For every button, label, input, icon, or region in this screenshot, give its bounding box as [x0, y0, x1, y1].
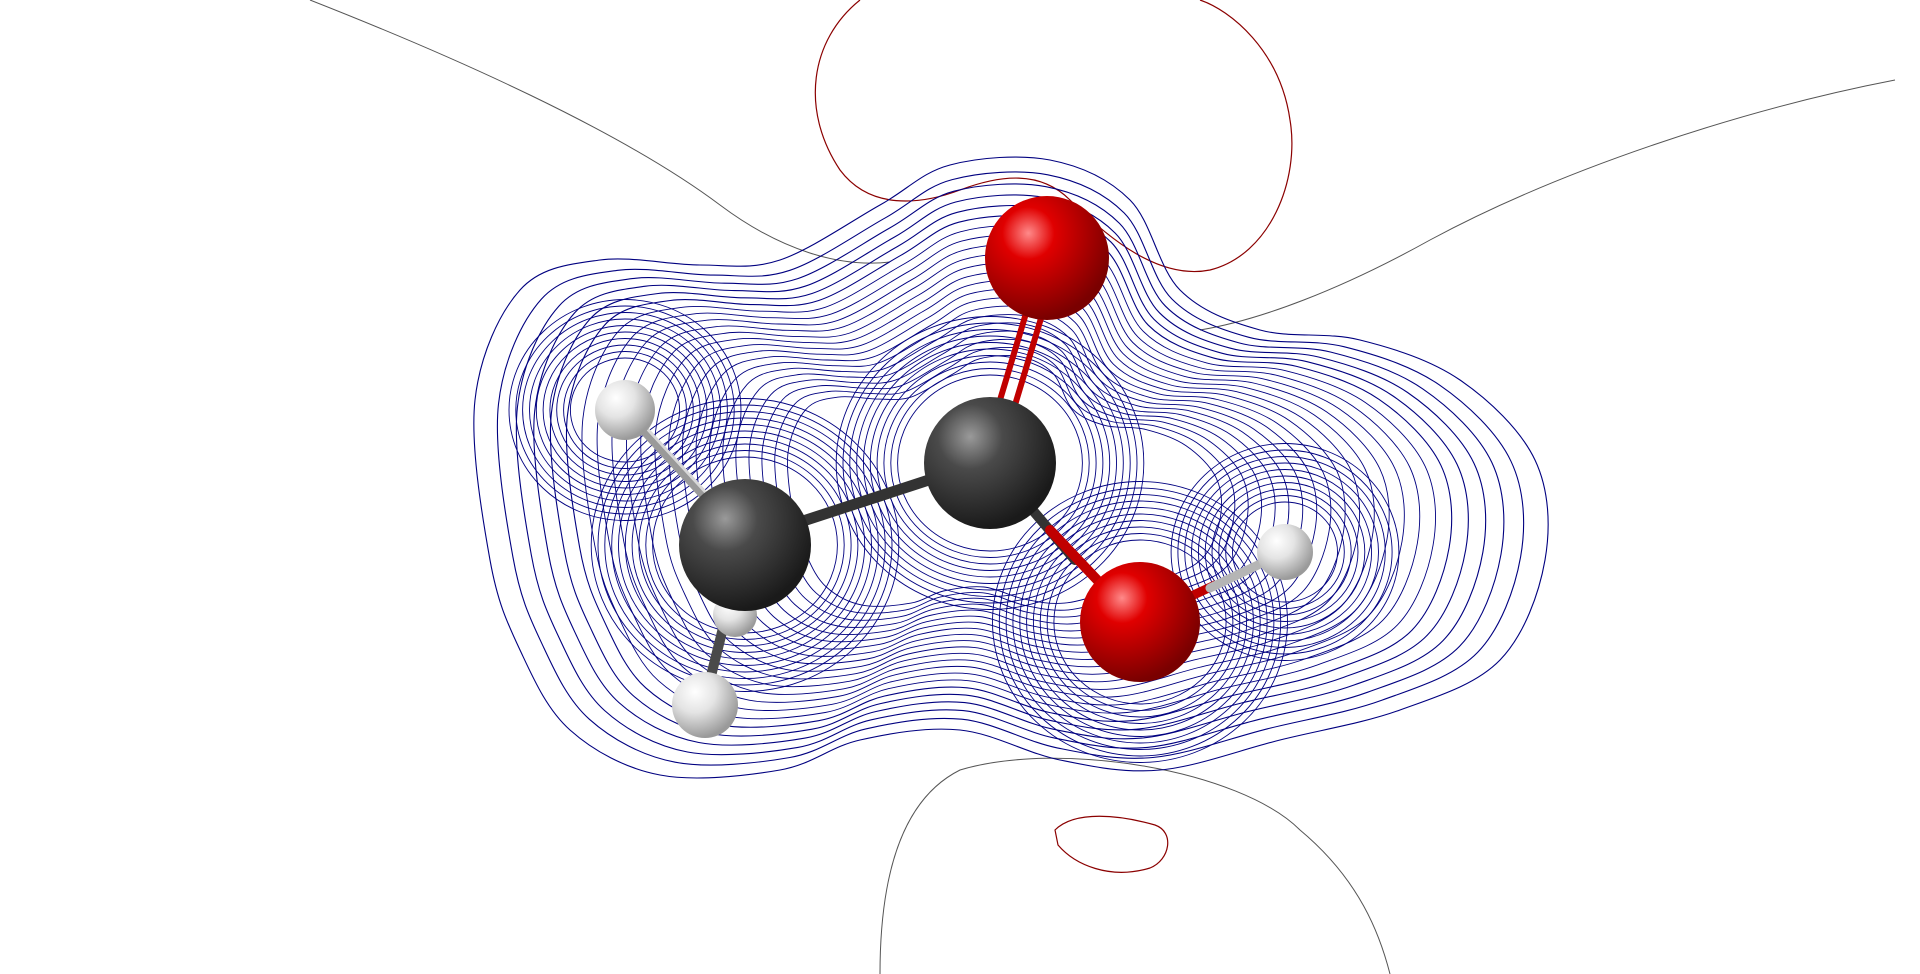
atom-contour-1-5 [624, 430, 866, 660]
atom-contour-2-7 [856, 335, 1124, 591]
positive-contour-2 [496, 171, 1525, 766]
zero-contour-bottom [879, 757, 1391, 974]
atom-contour-5-2 [563, 351, 687, 469]
atom-contour-4-10 [1170, 443, 1400, 661]
atom-contour-1-7 [611, 417, 879, 673]
atom-contour-4-6 [1197, 469, 1373, 635]
atom-contour-5-8 [522, 312, 728, 508]
negative-contours [814, 0, 1293, 873]
zero-contours [309, 0, 1896, 974]
bond-c2-o1-b [1012, 302, 1048, 408]
positive-contour-14 [682, 288, 1332, 665]
positive-contour-4 [533, 194, 1487, 746]
atom-contour-1-10 [590, 398, 900, 692]
atom-contour-2-6 [863, 342, 1117, 584]
zero-contour-right [1199, 79, 1896, 331]
positive-contour-21 [774, 346, 1236, 614]
positive-contour-16 [709, 305, 1304, 650]
atom-contour-3-9 [998, 487, 1282, 757]
atoms [595, 196, 1313, 738]
positive-contour-3 [515, 183, 1505, 756]
atom-contour-3-6 [1019, 507, 1261, 737]
atom-contour-2-2 [890, 368, 1090, 558]
atom-contour-4-3 [1218, 488, 1352, 616]
atom-contour-2-10 [835, 316, 1145, 610]
atom-contour-2-8 [849, 329, 1131, 597]
atom-contour-3-10 [992, 481, 1288, 763]
atom-contour-5-5 [542, 331, 708, 489]
atom-contour-2-3 [883, 361, 1097, 565]
atom-contour-3-4 [1032, 520, 1248, 724]
positive-contours [473, 156, 1549, 779]
atom-hydrogen-h3 [672, 672, 738, 738]
atom-contour-1-2 [645, 450, 845, 640]
atom-contour-1-6 [618, 424, 872, 666]
atom-contour-1-4 [631, 437, 859, 653]
atom-contour-4-7 [1191, 462, 1379, 642]
atom-contour-4-2 [1225, 495, 1345, 609]
atom-contour-5-10 [508, 299, 742, 521]
atom-contour-3-7 [1012, 500, 1268, 744]
atom-contour-2-9 [842, 322, 1138, 604]
zero-contour-left [309, 0, 891, 264]
positive-contour-11 [640, 262, 1375, 688]
atom-contour-4-1 [1232, 501, 1338, 603]
positive-contour-20 [761, 338, 1249, 621]
positive-contour-5 [549, 205, 1469, 737]
atom-contour-3-2 [1046, 533, 1234, 711]
atom-contour-3-8 [1005, 494, 1275, 750]
atom-carbon-c2 [924, 397, 1056, 529]
positive-contour-9 [611, 243, 1405, 703]
atom-contour-5-9 [515, 305, 735, 515]
bond-c2-o1-a [997, 297, 1033, 403]
positive-contour-12 [654, 271, 1361, 680]
positive-contour-6 [565, 215, 1453, 728]
atom-contour-5-3 [556, 344, 694, 476]
atom-hydrogen-h4 [1257, 524, 1313, 580]
atom-oxygen-o1 [985, 196, 1109, 320]
atom-contour-1-9 [597, 404, 893, 686]
atom-contour-1-8 [604, 411, 886, 679]
atom-contour-2-4 [876, 355, 1104, 571]
atom-contour-4-8 [1184, 456, 1386, 648]
atom-contour-5-6 [535, 325, 715, 495]
positive-contour-10 [626, 253, 1390, 695]
atom-contour-2-1 [897, 374, 1083, 552]
positive-contour-8 [596, 234, 1421, 711]
positive-contour-18 [735, 322, 1276, 635]
positive-contour-1 [473, 156, 1549, 779]
positive-contour-7 [581, 225, 1436, 720]
atom-contour-5-1 [569, 357, 681, 463]
positive-contour-19 [748, 330, 1263, 628]
atom-contour-5-7 [529, 318, 721, 502]
atom-contour-5-4 [549, 338, 701, 482]
atom-hydrogen-h1 [595, 380, 655, 440]
atom-contour-4-5 [1204, 475, 1366, 629]
atom-contour-2-5 [869, 348, 1111, 578]
atom-contour-4-4 [1211, 482, 1359, 622]
negative-contour-bottom [1054, 815, 1169, 873]
atom-contour-4-9 [1177, 449, 1393, 655]
atom-oxygen-o2 [1080, 562, 1200, 682]
atom-contour-3-1 [1053, 539, 1227, 705]
atom-carbon-c1 [679, 479, 811, 611]
atom-contour-1-3 [638, 443, 852, 647]
